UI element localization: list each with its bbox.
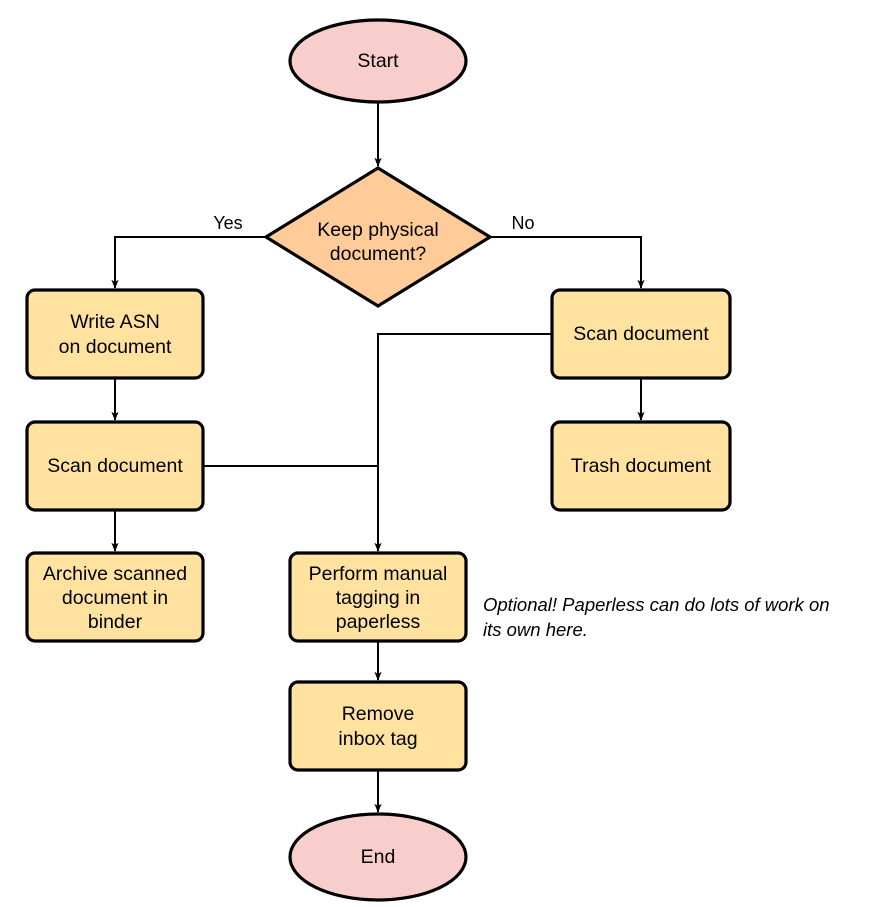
scan-document-right-label: Scan document bbox=[573, 323, 709, 345]
write-asn-box[interactable] bbox=[25, 288, 205, 380]
trash-document-box[interactable] bbox=[550, 420, 732, 512]
scan-document-left-box[interactable] bbox=[25, 420, 205, 512]
edge-label-no: No bbox=[511, 213, 534, 233]
node-start[interactable]: Start bbox=[288, 18, 468, 104]
decision-label-line2: document? bbox=[330, 243, 427, 265]
scan-document-left-label: Scan document bbox=[47, 455, 183, 477]
write-asn-label-line1: Write ASN bbox=[70, 311, 160, 333]
node-end[interactable]: End bbox=[288, 812, 468, 902]
node-trash-document[interactable]: Trash document bbox=[550, 420, 732, 512]
node-remove-inbox-tag[interactable]: Remove inbox tag bbox=[288, 680, 468, 772]
archive-box[interactable] bbox=[25, 551, 205, 643]
connector-layer bbox=[111, 101, 645, 813]
annotation-line1: Optional! Paperless can do lots of work … bbox=[483, 594, 830, 615]
trash-document-label: Trash document bbox=[571, 455, 712, 477]
remove-inbox-tag-label-line2: inbox tag bbox=[338, 728, 417, 750]
remove-inbox-tag-box[interactable] bbox=[288, 680, 468, 772]
node-perform-manual-tagging[interactable]: Perform manual tagging in paperless bbox=[288, 551, 468, 643]
archive-label-line1: Archive scanned bbox=[43, 563, 187, 585]
archive-label-line3: binder bbox=[88, 611, 143, 633]
tagging-label-line3: paperless bbox=[336, 611, 421, 633]
start-label: Start bbox=[357, 50, 399, 72]
archive-label-line2: document in bbox=[62, 587, 168, 609]
node-scan-document-left[interactable]: Scan document bbox=[25, 420, 205, 512]
annotation-note: Optional! Paperless can do lots of work … bbox=[483, 594, 830, 640]
start-ellipse[interactable] bbox=[288, 18, 468, 104]
tagging-label-line2: tagging in bbox=[336, 587, 421, 609]
edge-decision-no-to-scan-right bbox=[490, 236, 645, 289]
decision-label-line1: Keep physical bbox=[317, 219, 438, 241]
annotation-line2: its own here. bbox=[483, 619, 588, 640]
tagging-label-line1: Perform manual bbox=[309, 563, 448, 585]
end-ellipse[interactable] bbox=[288, 812, 468, 902]
decision-diamond[interactable] bbox=[262, 166, 494, 308]
edge-decision-yes-to-write-asn bbox=[111, 236, 266, 289]
edge-label-yes: Yes bbox=[213, 213, 242, 233]
end-label: End bbox=[361, 846, 396, 868]
edge-scan-right-to-tagging bbox=[374, 333, 552, 552]
write-asn-label-line2: on document bbox=[59, 336, 172, 358]
node-archive-scanned-document[interactable]: Archive scanned document in binder bbox=[25, 551, 205, 643]
scan-document-right-box[interactable] bbox=[550, 288, 732, 380]
node-write-asn-on-document[interactable]: Write ASN on document bbox=[25, 288, 205, 380]
remove-inbox-tag-label-line1: Remove bbox=[342, 703, 415, 725]
tagging-box[interactable] bbox=[288, 551, 468, 643]
node-decision-keep-physical-document[interactable]: Keep physical document? bbox=[262, 166, 494, 308]
node-scan-document-right[interactable]: Scan document bbox=[550, 288, 732, 380]
